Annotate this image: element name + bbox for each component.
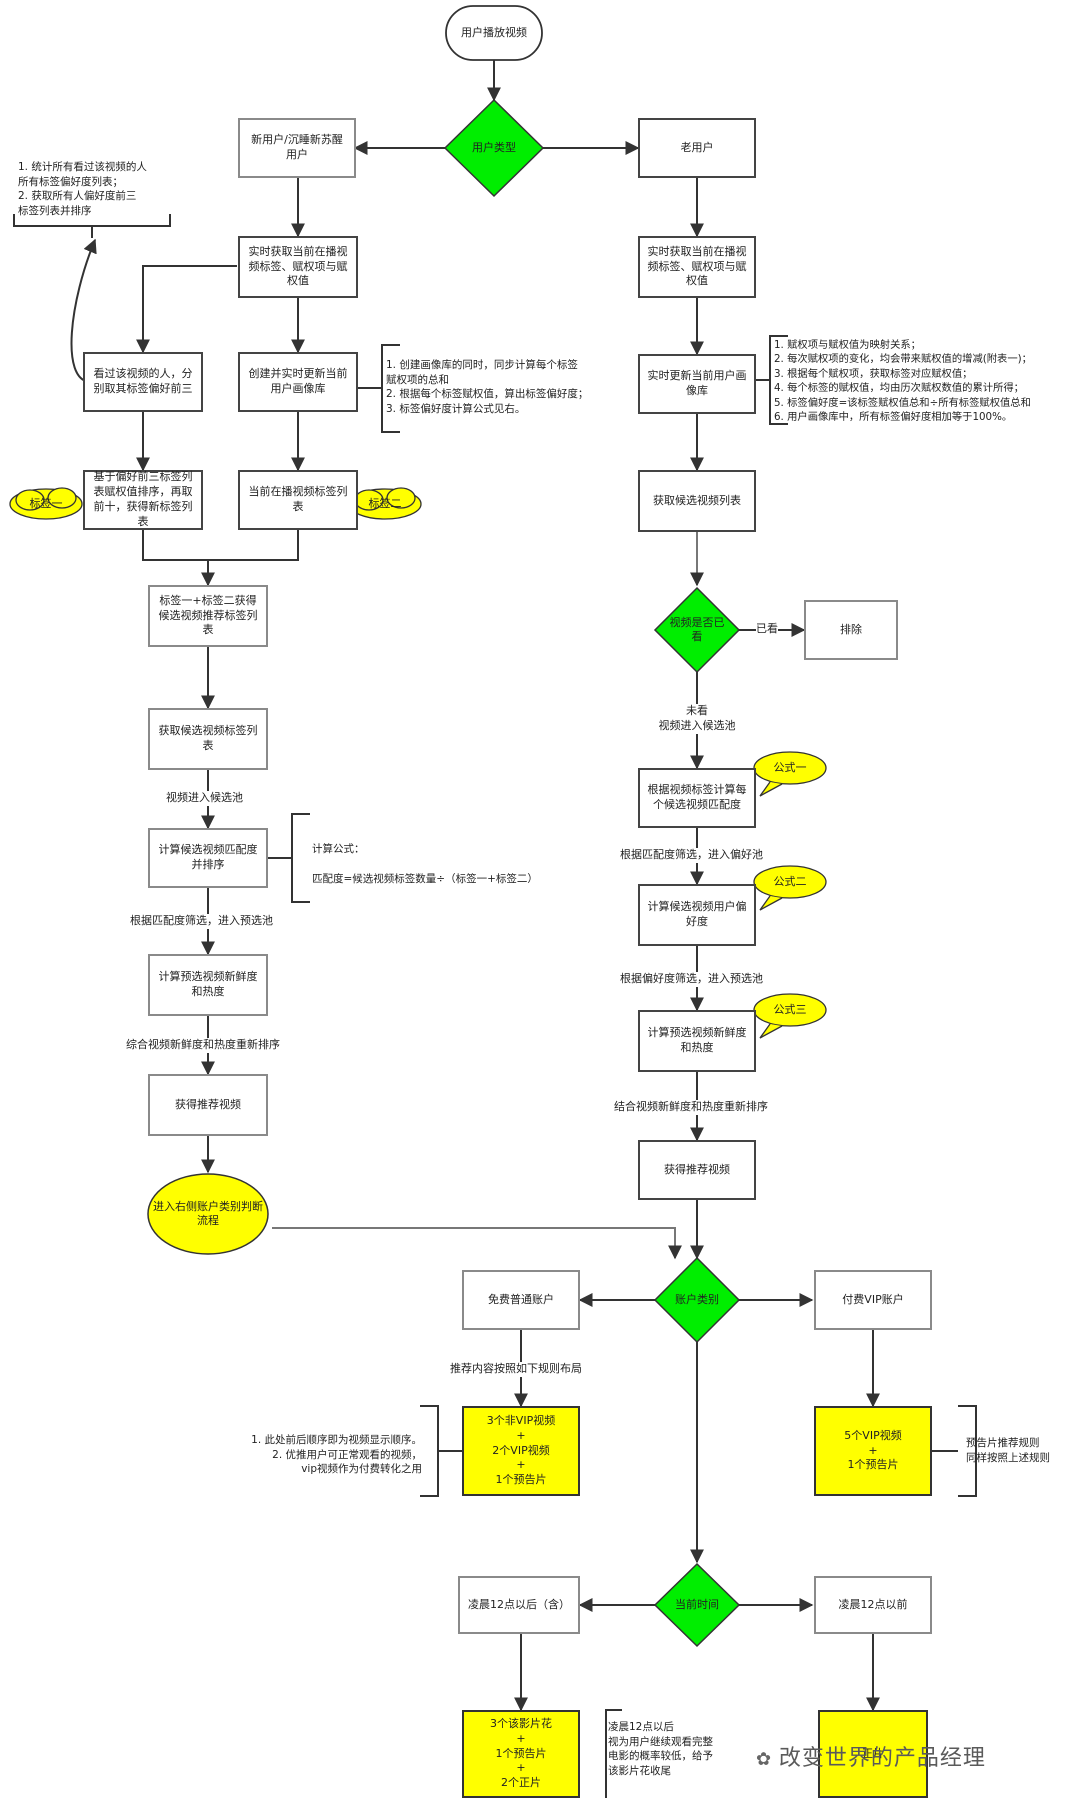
node-exclude: 排除 xyxy=(804,600,898,660)
cloud-formula-three-shape xyxy=(753,993,827,1039)
cloud-tag-two-shape xyxy=(348,487,422,520)
edge-goright-account xyxy=(272,1227,682,1260)
diamond-account-type xyxy=(653,1256,741,1344)
node-old-fresh-hot: 计算预选视频新鲜度和热度 xyxy=(638,1010,756,1072)
diamond-watched xyxy=(653,586,741,674)
note-formula-body: 匹配度=候选视频标签数量÷（标签一+标签二） xyxy=(312,873,538,885)
node-new-match-rank: 计算候选视频匹配度并排序 xyxy=(148,828,268,888)
node-rank-top10: 基于偏好前三标签列表赋权值排序，再取前十，获得新标签列表 xyxy=(83,470,203,530)
bracket-midnight xyxy=(605,1709,622,1798)
node-new-fresh-hot: 计算预选视频新鲜度和热度 xyxy=(148,954,268,1016)
node-new-user: 新用户/沉睡新苏醒用户 xyxy=(238,118,356,178)
go-right-ellipse xyxy=(147,1173,269,1255)
note-order: 1. 此处前后顺序即为视频显示顺序。 2. 优推用户可正常观看的视频， vip视… xyxy=(251,1434,422,1476)
start-terminal-shape xyxy=(445,5,543,61)
diamond-current-time xyxy=(653,1562,741,1648)
node-current-tags: 当前在播视频标签列表 xyxy=(238,470,358,530)
edge-viewers-note xyxy=(70,238,97,383)
edge-label-pref-filter-pre: 根据偏好度筛选，进入预选池 xyxy=(620,972,763,987)
edge-fetch-split xyxy=(136,265,237,354)
node-before-layout: 正片 xyxy=(818,1710,928,1798)
node-after-layout: 3个该影片花 + 1个预告片 + 2个正片 xyxy=(462,1710,580,1798)
note-trailer-rule: 预告片推荐规则 同样按照上述规则 xyxy=(966,1437,1050,1464)
edge-label-watched: 已看 xyxy=(756,622,778,637)
note-create-lib: 1. 创建画像库的同时，同步计算每个标签 赋权项的总和 2. 根据每个标签赋权值… xyxy=(386,359,589,416)
node-before-midnight: 凌晨12点以前 xyxy=(814,1576,932,1634)
edge-label-old-rerank: 结合视频新鲜度和热度重新排序 xyxy=(614,1100,768,1115)
cloud-tag-one-shape xyxy=(9,487,83,520)
cloud-formula-two-shape xyxy=(753,865,827,911)
node-old-preference: 计算候选视频用户偏好度 xyxy=(638,884,756,946)
node-old-update-lib: 实时更新当前用户画像库 xyxy=(638,354,756,414)
note-weight-rules: 1. 赋权项与赋权值为映射关系； 2. 每次赋权项的变化，均会带来赋权值的增减(… xyxy=(774,339,1032,424)
node-new-result: 获得推荐视频 xyxy=(148,1074,268,1136)
edge-label-match-filter-pre: 根据匹配度筛选，进入预选池 xyxy=(130,914,273,929)
node-old-candidates: 获取候选视频列表 xyxy=(638,470,756,532)
bracket-weight xyxy=(756,335,788,425)
node-vip-layout: 5个VIP视频 + 1个预告片 xyxy=(814,1406,932,1496)
node-viewers-top3: 看过该视频的人，分别取其标签偏好前三 xyxy=(83,352,203,412)
node-free-layout: 3个非VIP视频 + 2个VIP视频 + 1个预告片 xyxy=(462,1406,580,1496)
node-old-match: 根据视频标签计算每个候选视频匹配度 xyxy=(638,768,756,828)
node-old-result: 获得推荐视频 xyxy=(638,1140,756,1200)
node-new-fetch: 实时获取当前在播视频标签、赋权项与赋权值 xyxy=(238,236,358,298)
edge-label-new-rerank: 综合视频新鲜度和热度重新排序 xyxy=(126,1038,280,1053)
node-after-midnight: 凌晨12点以后（含） xyxy=(458,1576,580,1634)
node-new-candidate-tags: 获取候选视频标签列表 xyxy=(148,708,268,770)
edge-label-layout-rule: 推荐内容按照如下规则布局 xyxy=(450,1362,582,1377)
edge-merge xyxy=(142,530,299,561)
node-old-user: 老用户 xyxy=(638,118,756,178)
edge-label-match-filter-pref: 根据匹配度筛选，进入偏好池 xyxy=(620,848,763,863)
watermark: ✿ 改变世界的产品经理 xyxy=(756,1740,986,1772)
wechat-icon: ✿ xyxy=(756,1749,779,1770)
bracket-trailer xyxy=(932,1405,977,1497)
edge-label-not-watched: 未看 视频进入候选池 xyxy=(652,704,742,734)
note-formula-title: 计算公式： xyxy=(312,843,365,855)
cloud-formula-one-shape xyxy=(753,751,827,797)
note-stat-viewers: 1. 统计所有看过该视频的人 所有标签偏好度列表； 2. 获取所有人偏好度前三 … xyxy=(18,161,147,218)
bracket-formula xyxy=(268,813,310,903)
node-free-account: 免费普通账户 xyxy=(462,1270,580,1330)
node-old-fetch: 实时获取当前在播视频标签、赋权项与赋权值 xyxy=(638,236,756,298)
edge-label-new-pool: 视频进入候选池 xyxy=(166,791,243,806)
bracket-order xyxy=(420,1405,462,1497)
watermark-text: 改变世界的产品经理 xyxy=(778,1746,986,1771)
diamond-user-type xyxy=(443,98,545,198)
bracket-createlib xyxy=(356,344,400,433)
node-combine-tags: 标签一+标签二获得候选视频推荐标签列表 xyxy=(148,585,268,647)
node-vip-account: 付费VIP账户 xyxy=(814,1270,932,1330)
node-create-lib: 创建并实时更新当前用户画像库 xyxy=(238,352,358,412)
note-midnight: 凌晨12点以后 视为用户继续观看完整 电影的概率较低，给予 该影片花收尾 xyxy=(608,1721,713,1778)
